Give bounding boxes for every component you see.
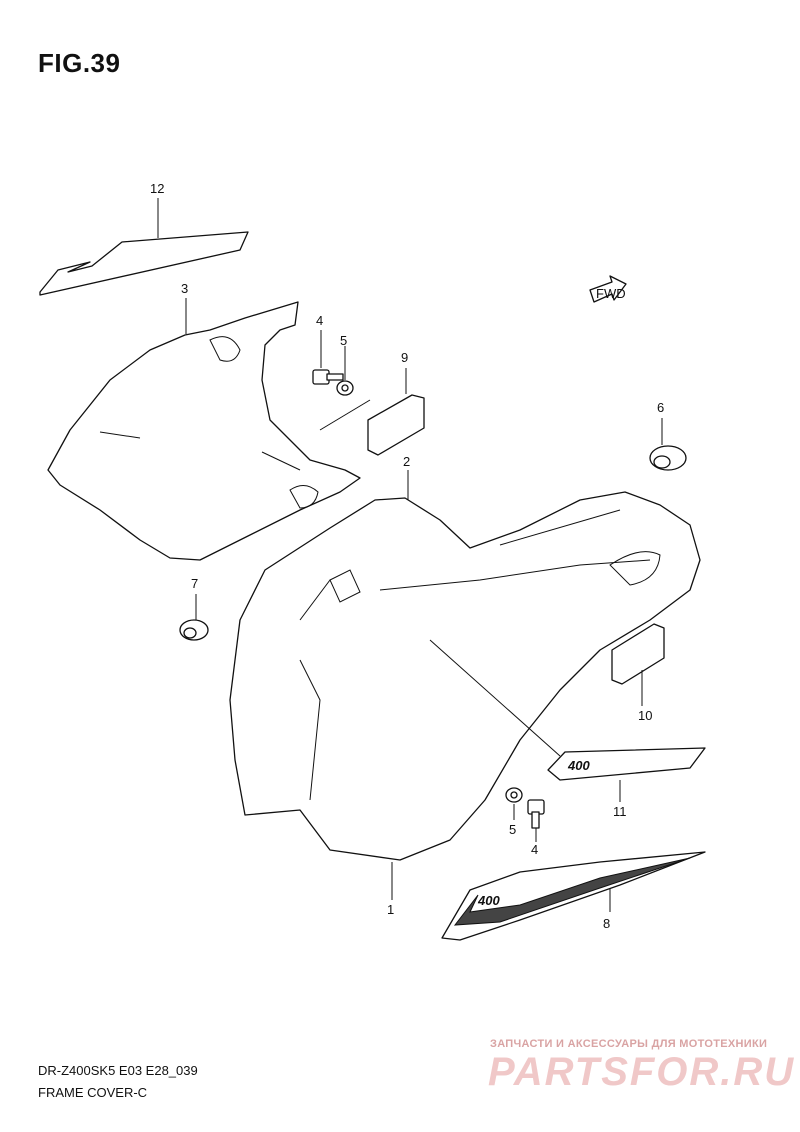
part-7-grommet [179,594,209,641]
callout-1: 1 [387,902,394,917]
fwd-arrow-label: FWD [596,286,626,301]
part-9-pad [611,623,665,706]
washer-5-upper [336,346,354,396]
part-10-emblem: 400 [429,639,706,802]
callout-8: 9 [401,350,408,365]
emblem-10-text: 400 [567,758,590,773]
model-code: DR-Z400SK5 E03 E28_039 [38,1063,198,1078]
part-3-upper-cover [47,298,361,561]
callout-7: 7 [191,576,198,591]
callout-5-upper: 5 [340,333,347,348]
bolt-4-lower [527,799,545,842]
watermark-tagline: ЗАПЧАСТИ И АКСЕССУАРЫ ДЛЯ МОТОТЕХНИКИ [490,1038,768,1050]
watermark-brand: PARTSFOR.RU [488,1050,796,1094]
part-6-grommet [649,418,687,471]
callout-5-lower: 5 [509,822,516,837]
bolt-4-upper [312,330,344,385]
washer-5-lower [505,787,523,820]
callout-6: 6 [657,400,664,415]
callout-10: 11 [613,804,627,819]
part-11-decal: 400 [441,851,706,941]
callout-12: 12 [150,181,164,196]
decal-11-text: 400 [477,893,500,908]
fwd-arrow-icon: FWD [589,275,627,303]
callout-3: 3 [181,281,188,296]
part-12-trim-strip [39,198,249,296]
part-8-pad [319,368,425,456]
callout-4-lower: 4 [531,842,538,857]
part-2-main-cover [229,470,701,861]
callout-9: 10 [638,708,652,723]
callout-4-upper: 4 [316,313,323,328]
figure-title: FIG.39 [38,48,121,78]
callout-11: 8 [603,916,610,931]
callout-2: 2 [403,454,410,469]
figure-caption: FRAME COVER-C [38,1085,148,1100]
